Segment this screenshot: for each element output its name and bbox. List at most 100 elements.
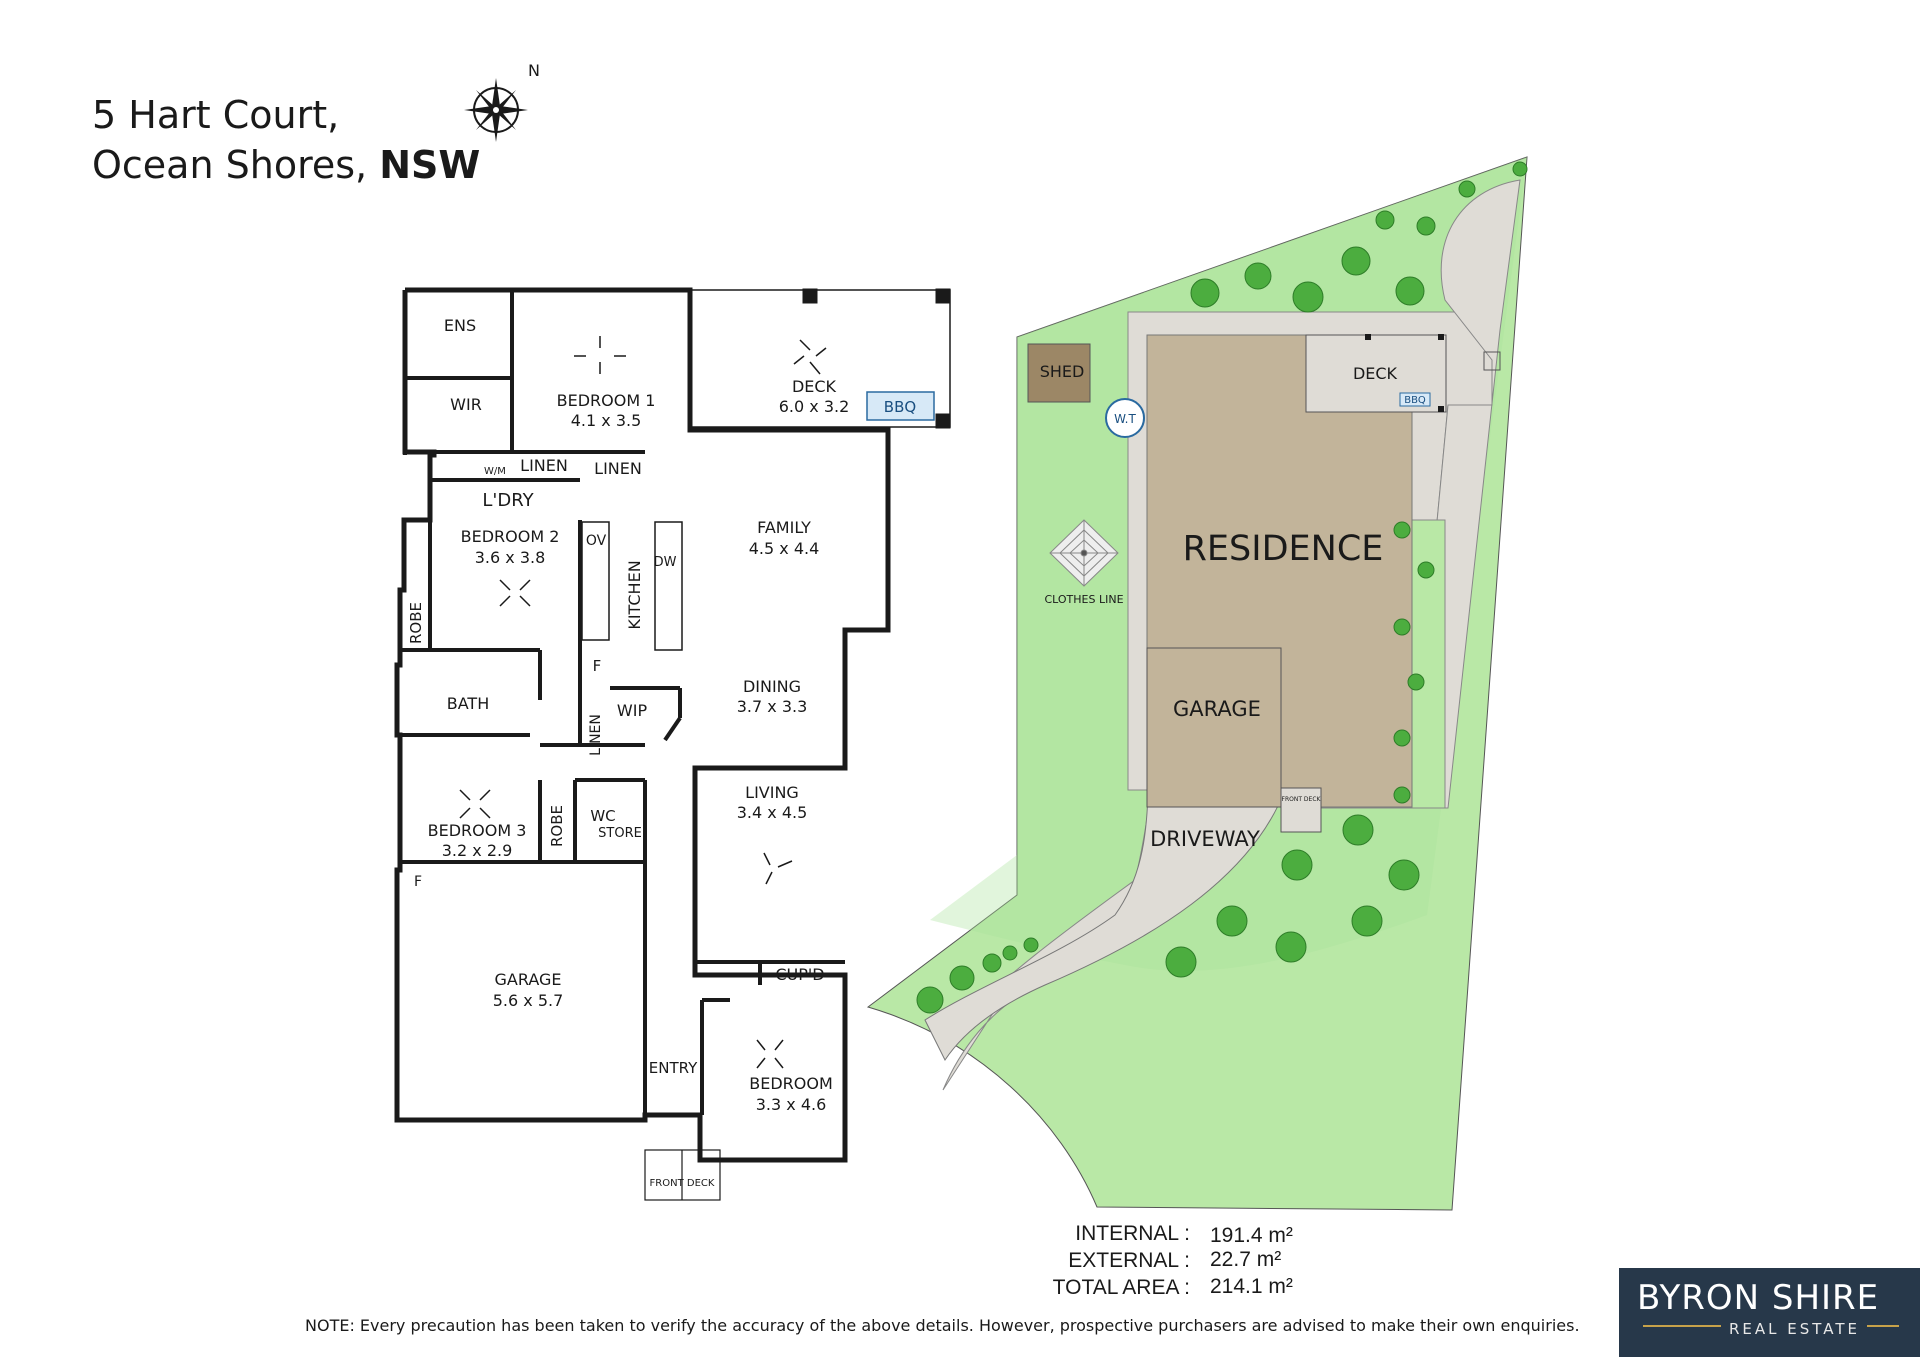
water-tank	[1105, 398, 1145, 438]
site-bbq-box	[1399, 392, 1431, 407]
interior-walls	[400, 290, 845, 1120]
room-label: KITCHEN	[625, 560, 644, 629]
bbq-box	[866, 391, 935, 421]
address-line2: Ocean Shores, NSW	[92, 140, 480, 190]
driveway-surface	[924, 789, 1286, 1061]
tree-icon	[1393, 786, 1411, 804]
room-label: CUP'D	[775, 965, 824, 984]
agency-logo: BYRON SHIRE REAL ESTATE	[1619, 1268, 1920, 1357]
tree-icon	[1292, 281, 1324, 313]
north-label: N	[528, 62, 540, 80]
room-label: BEDROOM	[749, 1074, 833, 1093]
room-label: L'DRY	[482, 490, 534, 511]
tree-icon	[1393, 521, 1411, 539]
tree-icon	[1023, 937, 1039, 953]
room-dims: 4.5 x 4.4	[749, 539, 820, 558]
area-summary: INTERNAL : 191.4 m² EXTERNAL : 22.7 m² T…	[1050, 1222, 1350, 1312]
logo-rule	[1867, 1325, 1899, 1327]
north-compass-icon: N	[464, 62, 540, 142]
clothes-line-icon	[1049, 519, 1119, 587]
room-label: ROBE	[548, 805, 566, 847]
room-dims: 3.4 x 4.5	[737, 803, 808, 822]
internal-label: INTERNAL :	[1075, 1222, 1190, 1245]
deck-post	[802, 288, 818, 304]
tree-icon	[982, 953, 1002, 973]
tree-icon	[1416, 216, 1436, 236]
room-label: ROBE	[407, 602, 425, 644]
room-dims: 6.0 x 3.2	[779, 397, 850, 416]
disclaimer-note: NOTE: Every precaution has been taken to…	[305, 1316, 1580, 1335]
total-area-value: 214.1 m²	[1210, 1275, 1293, 1298]
address-suburb: Ocean Shores,	[92, 143, 368, 187]
room-label: F	[414, 874, 422, 890]
address-title: 5 Hart Court, Ocean Shores, NSW	[92, 90, 480, 190]
floor-plan	[394, 287, 951, 1201]
logo-rule	[1643, 1325, 1721, 1327]
site-bbq-label: BBQ	[1404, 395, 1426, 406]
room-label: DINING	[743, 677, 801, 696]
internal-value: 191.4 m²	[1210, 1224, 1293, 1247]
logo-line1: BYRON SHIRE	[1637, 1278, 1880, 1318]
clothes-line-label: CLOTHES LINE	[1044, 593, 1123, 606]
room-label: BEDROOM 3	[428, 821, 527, 840]
tree-icon	[1393, 618, 1411, 636]
room-dims: 3.2 x 2.9	[442, 841, 513, 860]
tree-icon	[1281, 849, 1313, 881]
exterior-walls	[394, 287, 891, 1163]
room-label: DW	[654, 555, 677, 570]
water-tank-label: W.T	[1114, 412, 1136, 426]
tree-icon	[1342, 814, 1374, 846]
residence-label: RESIDENCE	[1183, 529, 1384, 569]
room-label: WIP	[617, 701, 648, 720]
tree-icon	[1375, 210, 1395, 230]
site-front-deck-label: FRONT DECK	[1282, 796, 1322, 803]
room-dims: 3.3 x 4.6	[756, 1095, 827, 1114]
tree-icon	[916, 986, 944, 1014]
address-line1: 5 Hart Court,	[92, 93, 340, 137]
kitchen-bench	[581, 521, 610, 641]
tree-icon	[1341, 246, 1371, 276]
room-label: FRONT DECK	[650, 1178, 715, 1189]
tree-icon	[1417, 561, 1435, 579]
tree-icon	[1351, 905, 1383, 937]
room-label: FAMILY	[757, 518, 811, 537]
floor-plan-labels: ENS WIR BEDROOM 1 4.1 x 3.5 DECK 6.0 x 3…	[407, 316, 916, 1189]
tree-icon	[1393, 729, 1411, 747]
tree-icon	[949, 965, 975, 991]
tree-icon	[1458, 180, 1476, 198]
tree-icon	[1190, 278, 1220, 308]
room-dims: 4.1 x 3.5	[571, 411, 642, 430]
external-value: 22.7 m²	[1210, 1248, 1282, 1271]
bbq-label: BBQ	[884, 398, 916, 416]
site-plan-labels: SHED W.T DECK BBQ CLOTHES LINE RESIDENCE…	[1040, 362, 1426, 851]
site-garage	[1146, 647, 1282, 808]
room-label: F	[593, 657, 602, 675]
logo-line2: REAL ESTATE	[1729, 1320, 1861, 1338]
room-dims: 5.6 x 5.7	[493, 991, 564, 1010]
total-area-label: TOTAL AREA :	[1052, 1276, 1190, 1299]
room-label: ENTRY	[649, 1059, 698, 1077]
site-steps	[1483, 351, 1501, 371]
tree-icon	[1165, 946, 1197, 978]
room-label: DECK	[792, 377, 837, 396]
room-dims: 3.7 x 3.3	[737, 697, 808, 716]
room-label: LINEN	[520, 456, 568, 475]
room-label: OV	[586, 533, 607, 549]
tree-icon	[1512, 161, 1528, 177]
ceiling-fan-icons	[459, 336, 827, 1069]
room-label: LINEN	[588, 714, 604, 756]
driveway-label: DRIVEWAY	[1150, 827, 1260, 851]
room-label: BEDROOM 2	[461, 527, 560, 546]
room-label: BATH	[447, 694, 489, 713]
room-label: STORE	[598, 826, 642, 841]
tree-icon	[1395, 276, 1425, 306]
room-label: WIR	[450, 395, 482, 414]
external-label: EXTERNAL :	[1068, 1249, 1190, 1272]
site-garage-label: GARAGE	[1173, 697, 1261, 721]
tree-icon	[1275, 931, 1307, 963]
deck-post	[935, 413, 951, 429]
shed-label: SHED	[1040, 362, 1085, 381]
trees	[916, 161, 1528, 1014]
room-label: BEDROOM 1	[557, 391, 656, 410]
